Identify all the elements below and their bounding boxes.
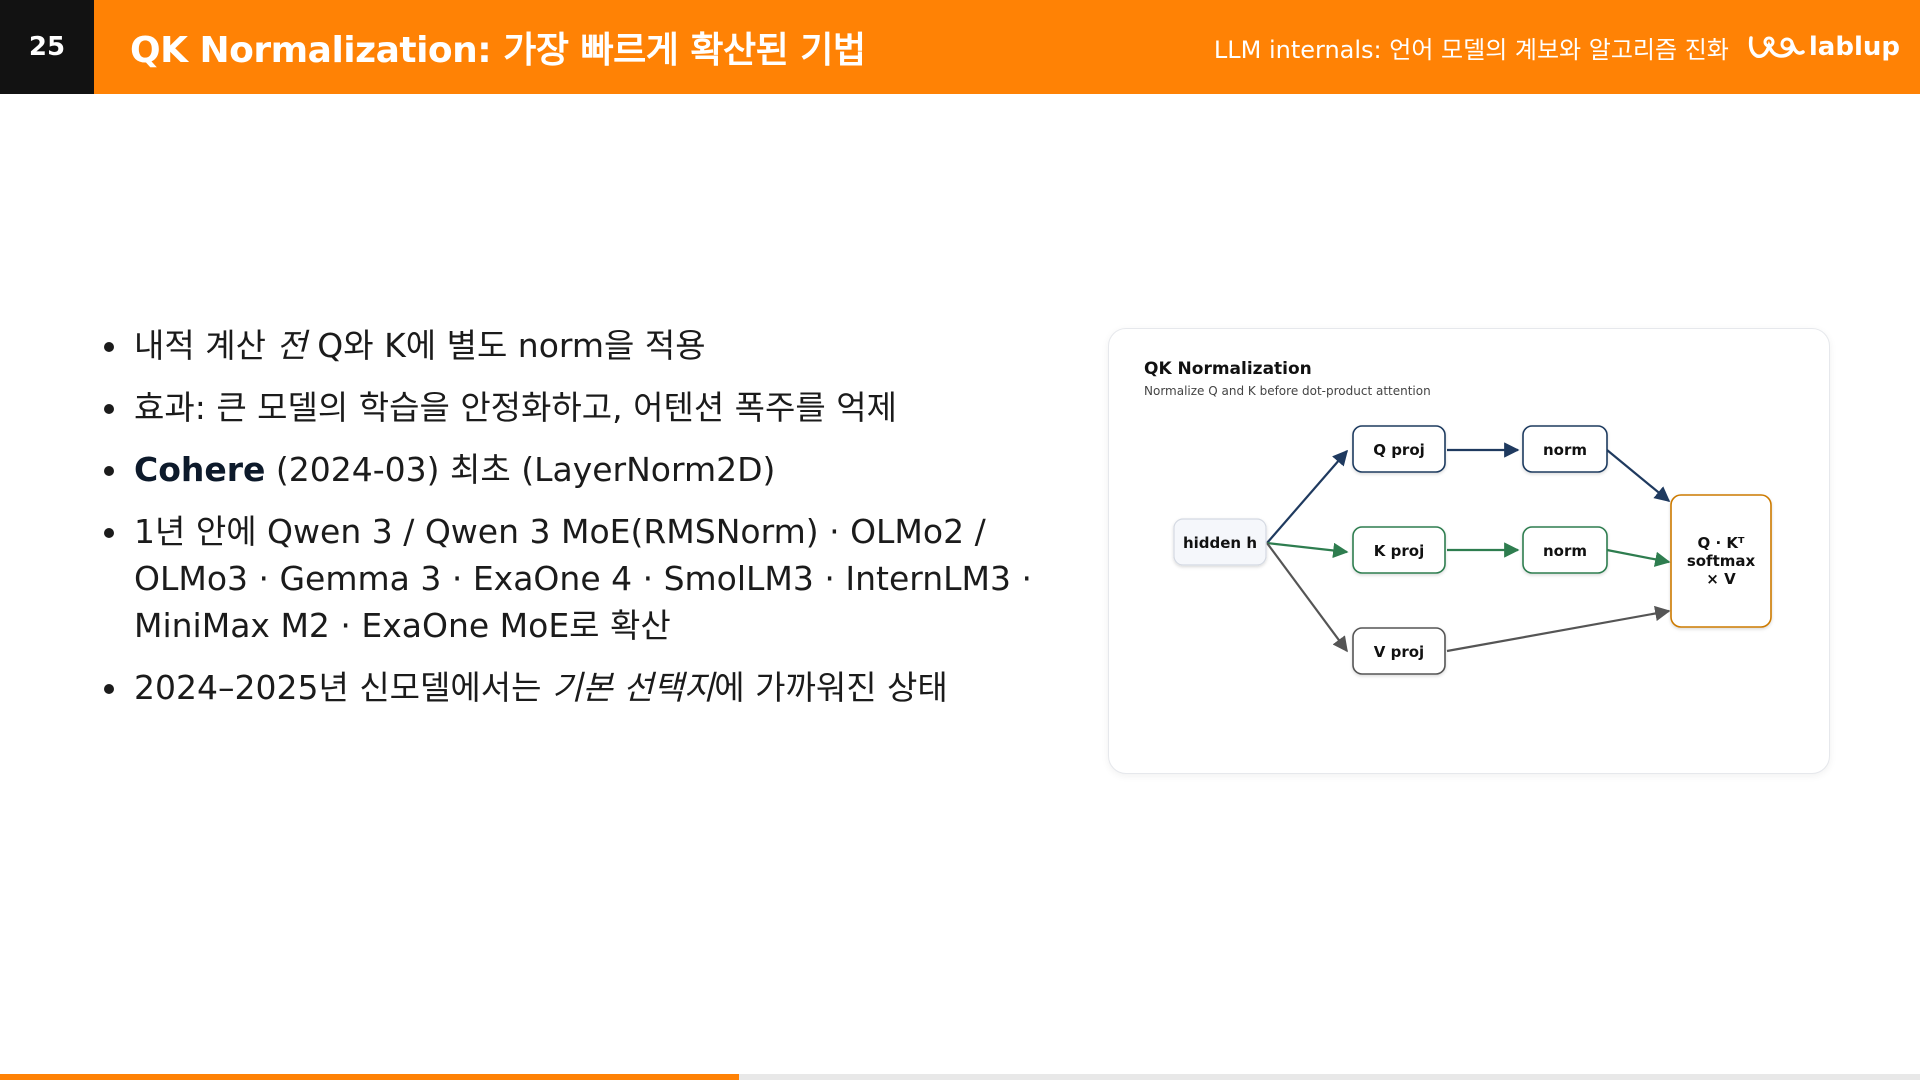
node-qproj-label: Q proj bbox=[1373, 441, 1425, 459]
diagram-title: QK Normalization bbox=[1144, 359, 1312, 379]
bullet-list: 내적 계산 전 Q와 K에 별도 norm을 적용 효과: 큰 모델의 학습을 … bbox=[104, 322, 1034, 726]
node-qproj-box bbox=[1352, 425, 1446, 473]
slide-header: 25 QK Normalization: 가장 빠르게 확산된 기법 LLM i… bbox=[0, 0, 1920, 94]
bullet-item: 내적 계산 전 Q와 K에 별도 norm을 적용 bbox=[104, 322, 1034, 369]
bullet-item: 2024–2025년 신모델에서는 기본 선택지에 가까워진 상태 bbox=[104, 664, 1034, 711]
node-attention-line3: × V bbox=[1706, 570, 1736, 588]
node-vproj-box bbox=[1352, 627, 1446, 675]
node-attention-line2: softmax bbox=[1687, 552, 1756, 570]
edge-qnorm-to-attn bbox=[1606, 449, 1671, 502]
deck-title: LLM internals: 언어 모델의 계보와 알고리즘 진화 bbox=[1213, 35, 1729, 64]
node-kproj-box bbox=[1352, 526, 1446, 574]
edge-vproj-to-attn bbox=[1446, 605, 1671, 653]
bullet-item: 효과: 큰 모델의 학습을 안정화하고, 어텐션 폭주를 억제 bbox=[104, 384, 1034, 431]
node-qnorm-box bbox=[1522, 425, 1608, 473]
logo-text: lablup bbox=[1808, 32, 1900, 62]
lablup-logo-icon bbox=[1748, 36, 1805, 59]
bullet-item: Cohere (2024-03) 최초 (LayerNorm2D) bbox=[104, 446, 1034, 493]
lablup-logo: lablup bbox=[1747, 32, 1900, 62]
slide-number: 25 bbox=[0, 0, 94, 94]
bullet-item: 1년 안에 Qwen 3 / Qwen 3 MoE(RMSNorm) · OLM… bbox=[104, 508, 1034, 649]
qk-norm-diagram: hidden h Q proj K proj V proj norm norm … bbox=[1173, 425, 1772, 675]
edge-hidden-to-vproj bbox=[1266, 542, 1348, 653]
node-knorm-box bbox=[1522, 526, 1608, 574]
diagram-subtitle: Normalize Q and K before dot-product att… bbox=[1144, 384, 1431, 398]
node-qnorm-label: norm bbox=[1543, 441, 1587, 459]
node-attention-box bbox=[1670, 494, 1772, 628]
node-knorm-label: norm bbox=[1543, 542, 1587, 560]
node-kproj-label: K proj bbox=[1374, 542, 1424, 560]
slide-progress-fill bbox=[0, 1074, 740, 1080]
edge-hidden-to-kproj bbox=[1266, 541, 1349, 559]
slide-progress-track bbox=[0, 1074, 1920, 1080]
header-right: LLM internals: 언어 모델의 계보와 알고리즘 진화 lablup bbox=[1214, 0, 1900, 94]
edge-hidden-to-qproj bbox=[1266, 449, 1349, 544]
edge-knorm-to-attn bbox=[1606, 548, 1671, 567]
slide-title: QK Normalization: 가장 빠르게 확산된 기법 bbox=[130, 30, 866, 71]
node-hidden-label: hidden h bbox=[1183, 534, 1257, 552]
node-attention-line1: Q · Kᵀ bbox=[1698, 534, 1746, 552]
diagram-card: QK Normalization Normalize Q and K befor… bbox=[1108, 328, 1830, 774]
node-vproj-label: V proj bbox=[1374, 643, 1424, 661]
node-hidden-box bbox=[1173, 518, 1267, 566]
